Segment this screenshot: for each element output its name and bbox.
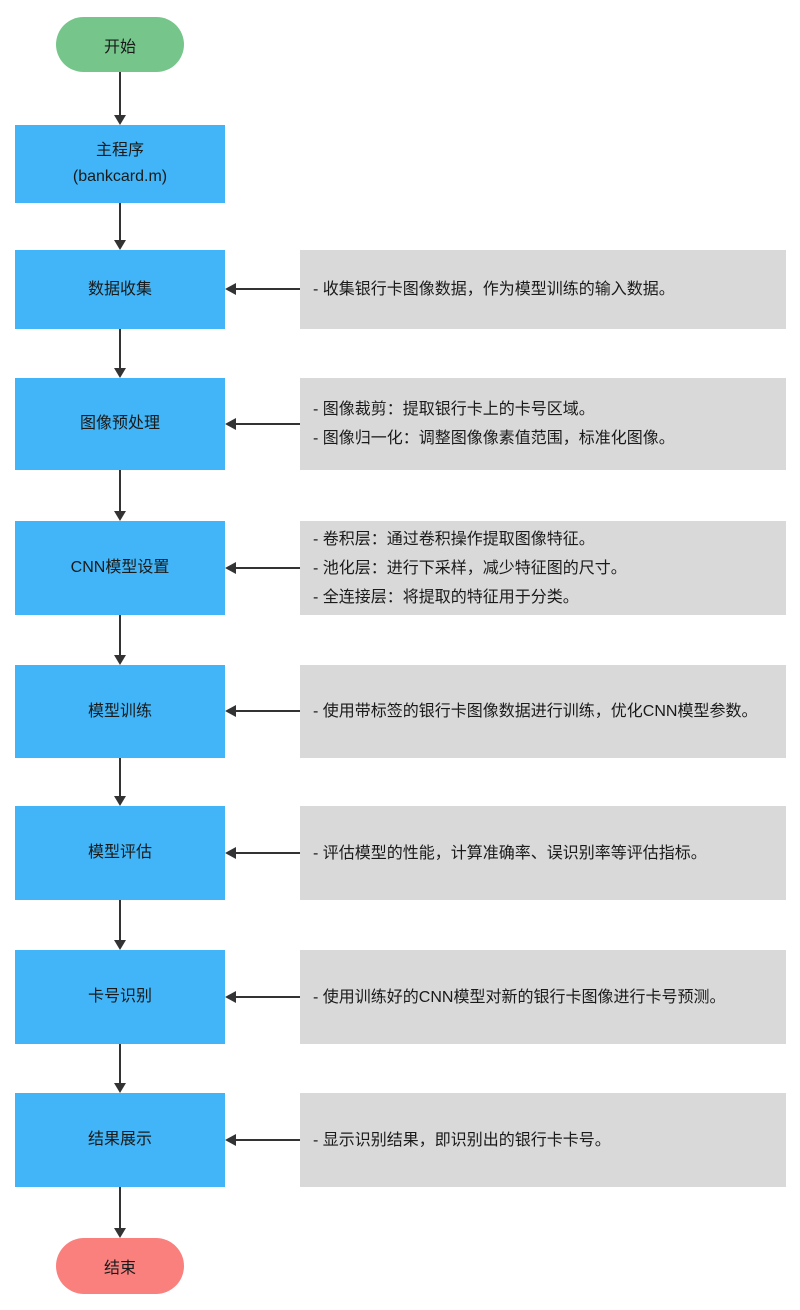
note-connector-line: [236, 567, 300, 569]
note-connector-arrowhead-icon: [225, 705, 236, 717]
note-line: - 卷积层：通过卷积操作提取图像特征。: [313, 530, 595, 548]
note-box-model-evaluation: - 评估模型的性能，计算准确率、误识别率等评估指标。: [300, 806, 786, 900]
note-box-model-training: - 使用带标签的银行卡图像数据进行训练，优化CNN模型参数。: [300, 665, 786, 758]
start-node: 开始: [56, 17, 184, 72]
process-box-card-number-recognition: 卡号识别: [15, 950, 225, 1044]
process-box-result-display: 结果展示: [15, 1093, 225, 1187]
process-label: 模型训练: [87, 702, 152, 720]
connector-step2-step3-arrowhead-icon: [114, 655, 126, 665]
connector-main-step0-line: [119, 203, 121, 240]
note-connector-line: [236, 852, 300, 854]
start-node-label: 开始: [103, 38, 136, 56]
note-box-result-display: - 显示识别结果，即识别出的银行卡卡号。: [300, 1093, 786, 1187]
process-label: 模型评估: [87, 844, 152, 861]
process-label: 数据收集: [87, 280, 152, 298]
connector-start-main-arrowhead-icon: [114, 115, 126, 125]
main-program-sublabel: (bankcard.m): [72, 168, 168, 185]
process-box-image-preprocessing: 图像预处理: [15, 378, 225, 470]
connector-step6-end-arrowhead-icon: [114, 1228, 126, 1238]
connector-step1-step2-arrowhead-icon: [114, 511, 126, 521]
note-box-cnn-model-setup: - 卷积层：通过卷积操作提取图像特征。 - 池化层：进行下采样，减少特征图的尺寸…: [300, 521, 786, 615]
note-line: - 使用训练好的CNN模型对新的银行卡图像进行卡号预测。: [313, 988, 726, 1006]
note-connector-line: [236, 423, 300, 425]
process-label: 结果展示: [87, 1131, 152, 1148]
connector-step2-step3-line: [119, 615, 121, 655]
note-box-image-preprocessing: - 图像裁剪：提取银行卡上的卡号区域。 - 图像归一化：调整图像像素值范围，标准…: [300, 378, 786, 470]
process-label: 卡号识别: [87, 988, 152, 1005]
connector-start-main-line: [119, 72, 121, 115]
note-line: - 图像归一化：调整图像像素值范围，标准化图像。: [313, 430, 675, 447]
note-line: - 使用带标签的银行卡图像数据进行训练，优化CNN模型参数。: [313, 703, 758, 720]
connector-step0-step1-arrowhead-icon: [114, 368, 126, 378]
note-line: - 图像裁剪：提取银行卡上的卡号区域。: [313, 401, 595, 418]
note-connector-arrowhead-icon: [225, 562, 236, 574]
connector-main-step0-arrowhead-icon: [114, 240, 126, 250]
process-box-data-collection: 数据收集: [15, 250, 225, 329]
process-label: CNN模型设置: [70, 559, 170, 576]
process-box-main-program: 主程序 (bankcard.m): [15, 125, 225, 203]
connector-step4-step5-line: [119, 900, 121, 940]
note-line: - 全连接层：将提取的特征用于分类。: [313, 588, 579, 606]
connector-step3-step4-line: [119, 758, 121, 796]
note-connector-arrowhead-icon: [225, 991, 236, 1003]
note-line: - 收集银行卡图像数据，作为模型训练的输入数据。: [313, 281, 675, 298]
note-connector-arrowhead-icon: [225, 418, 236, 430]
process-box-model-evaluation: 模型评估: [15, 806, 225, 900]
note-connector-line: [236, 1139, 300, 1141]
note-line: - 池化层：进行下采样，减少特征图的尺寸。: [313, 559, 627, 577]
note-line: - 显示识别结果，即识别出的银行卡卡号。: [313, 1131, 611, 1149]
connector-step4-step5-arrowhead-icon: [114, 940, 126, 950]
connector-step5-step6-arrowhead-icon: [114, 1083, 126, 1093]
connector-step0-step1-line: [119, 329, 121, 368]
connector-step5-step6-line: [119, 1044, 121, 1083]
note-connector-line: [236, 288, 300, 290]
note-connector-arrowhead-icon: [225, 283, 236, 295]
process-box-model-training: 模型训练: [15, 665, 225, 758]
main-program-label: 主程序: [95, 142, 144, 159]
note-box-card-number-recognition: - 使用训练好的CNN模型对新的银行卡图像进行卡号预测。: [300, 950, 786, 1044]
connector-step6-end-line: [119, 1187, 121, 1228]
note-connector-line: [236, 710, 300, 712]
connector-step1-step2-line: [119, 470, 121, 511]
note-box-data-collection: - 收集银行卡图像数据，作为模型训练的输入数据。: [300, 250, 786, 329]
note-connector-arrowhead-icon: [225, 1134, 236, 1146]
note-line: - 评估模型的性能，计算准确率、误识别率等评估指标。: [313, 844, 707, 862]
process-box-cnn-model-setup: CNN模型设置: [15, 521, 225, 615]
note-connector-line: [236, 996, 300, 998]
process-label: 图像预处理: [79, 415, 160, 432]
end-node: 结束: [56, 1238, 184, 1294]
end-node-label: 结束: [103, 1260, 136, 1277]
note-connector-arrowhead-icon: [225, 847, 236, 859]
connector-step3-step4-arrowhead-icon: [114, 796, 126, 806]
